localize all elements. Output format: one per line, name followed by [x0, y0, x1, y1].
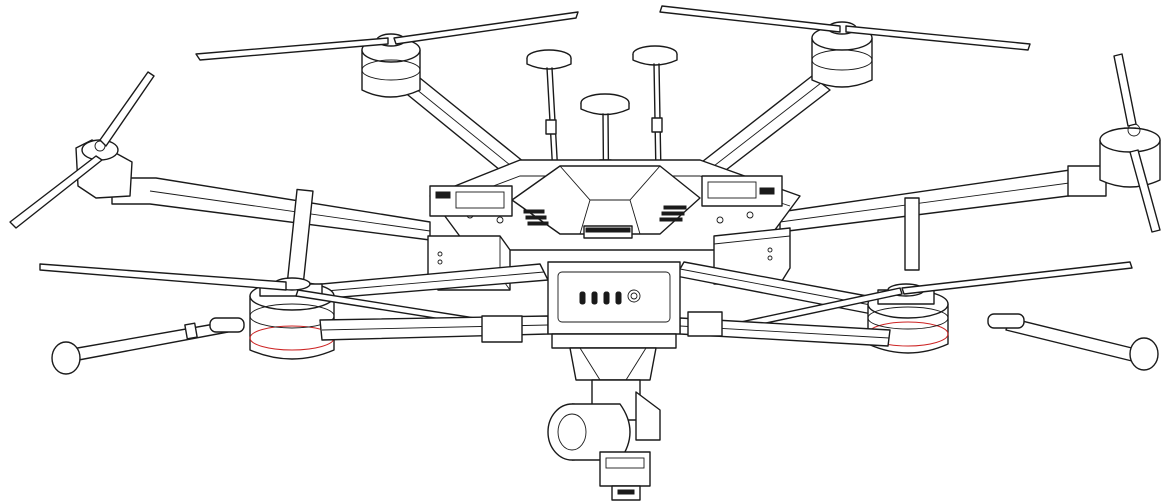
arm-lower-left [319, 315, 549, 343]
gps-antenna-right [632, 45, 678, 176]
cover-vents-right [659, 205, 687, 222]
gimbal-base [599, 451, 651, 501]
motor-left [75, 139, 133, 199]
esc-module-left-top [429, 185, 513, 217]
arm-left [111, 177, 431, 288]
arm-right [779, 165, 1107, 271]
propeller-rear-right [659, 5, 1031, 51]
motor-rear-right [811, 21, 873, 88]
motor-right [1099, 123, 1161, 188]
propeller-right [1113, 53, 1161, 233]
motor-front-left [249, 277, 335, 360]
cover-connector [583, 225, 633, 239]
propeller-rear-left [195, 11, 579, 61]
esc-module-right-top [701, 175, 783, 207]
landing-leg-front-right [987, 313, 1159, 371]
flight-controller-box [547, 261, 681, 335]
gps-antenna-left [526, 49, 572, 176]
cover-vents-left [523, 209, 549, 226]
landing-leg-front-left [51, 317, 245, 375]
arm-front-left [299, 263, 549, 301]
propeller-left [9, 71, 155, 229]
top-cover [511, 165, 701, 239]
